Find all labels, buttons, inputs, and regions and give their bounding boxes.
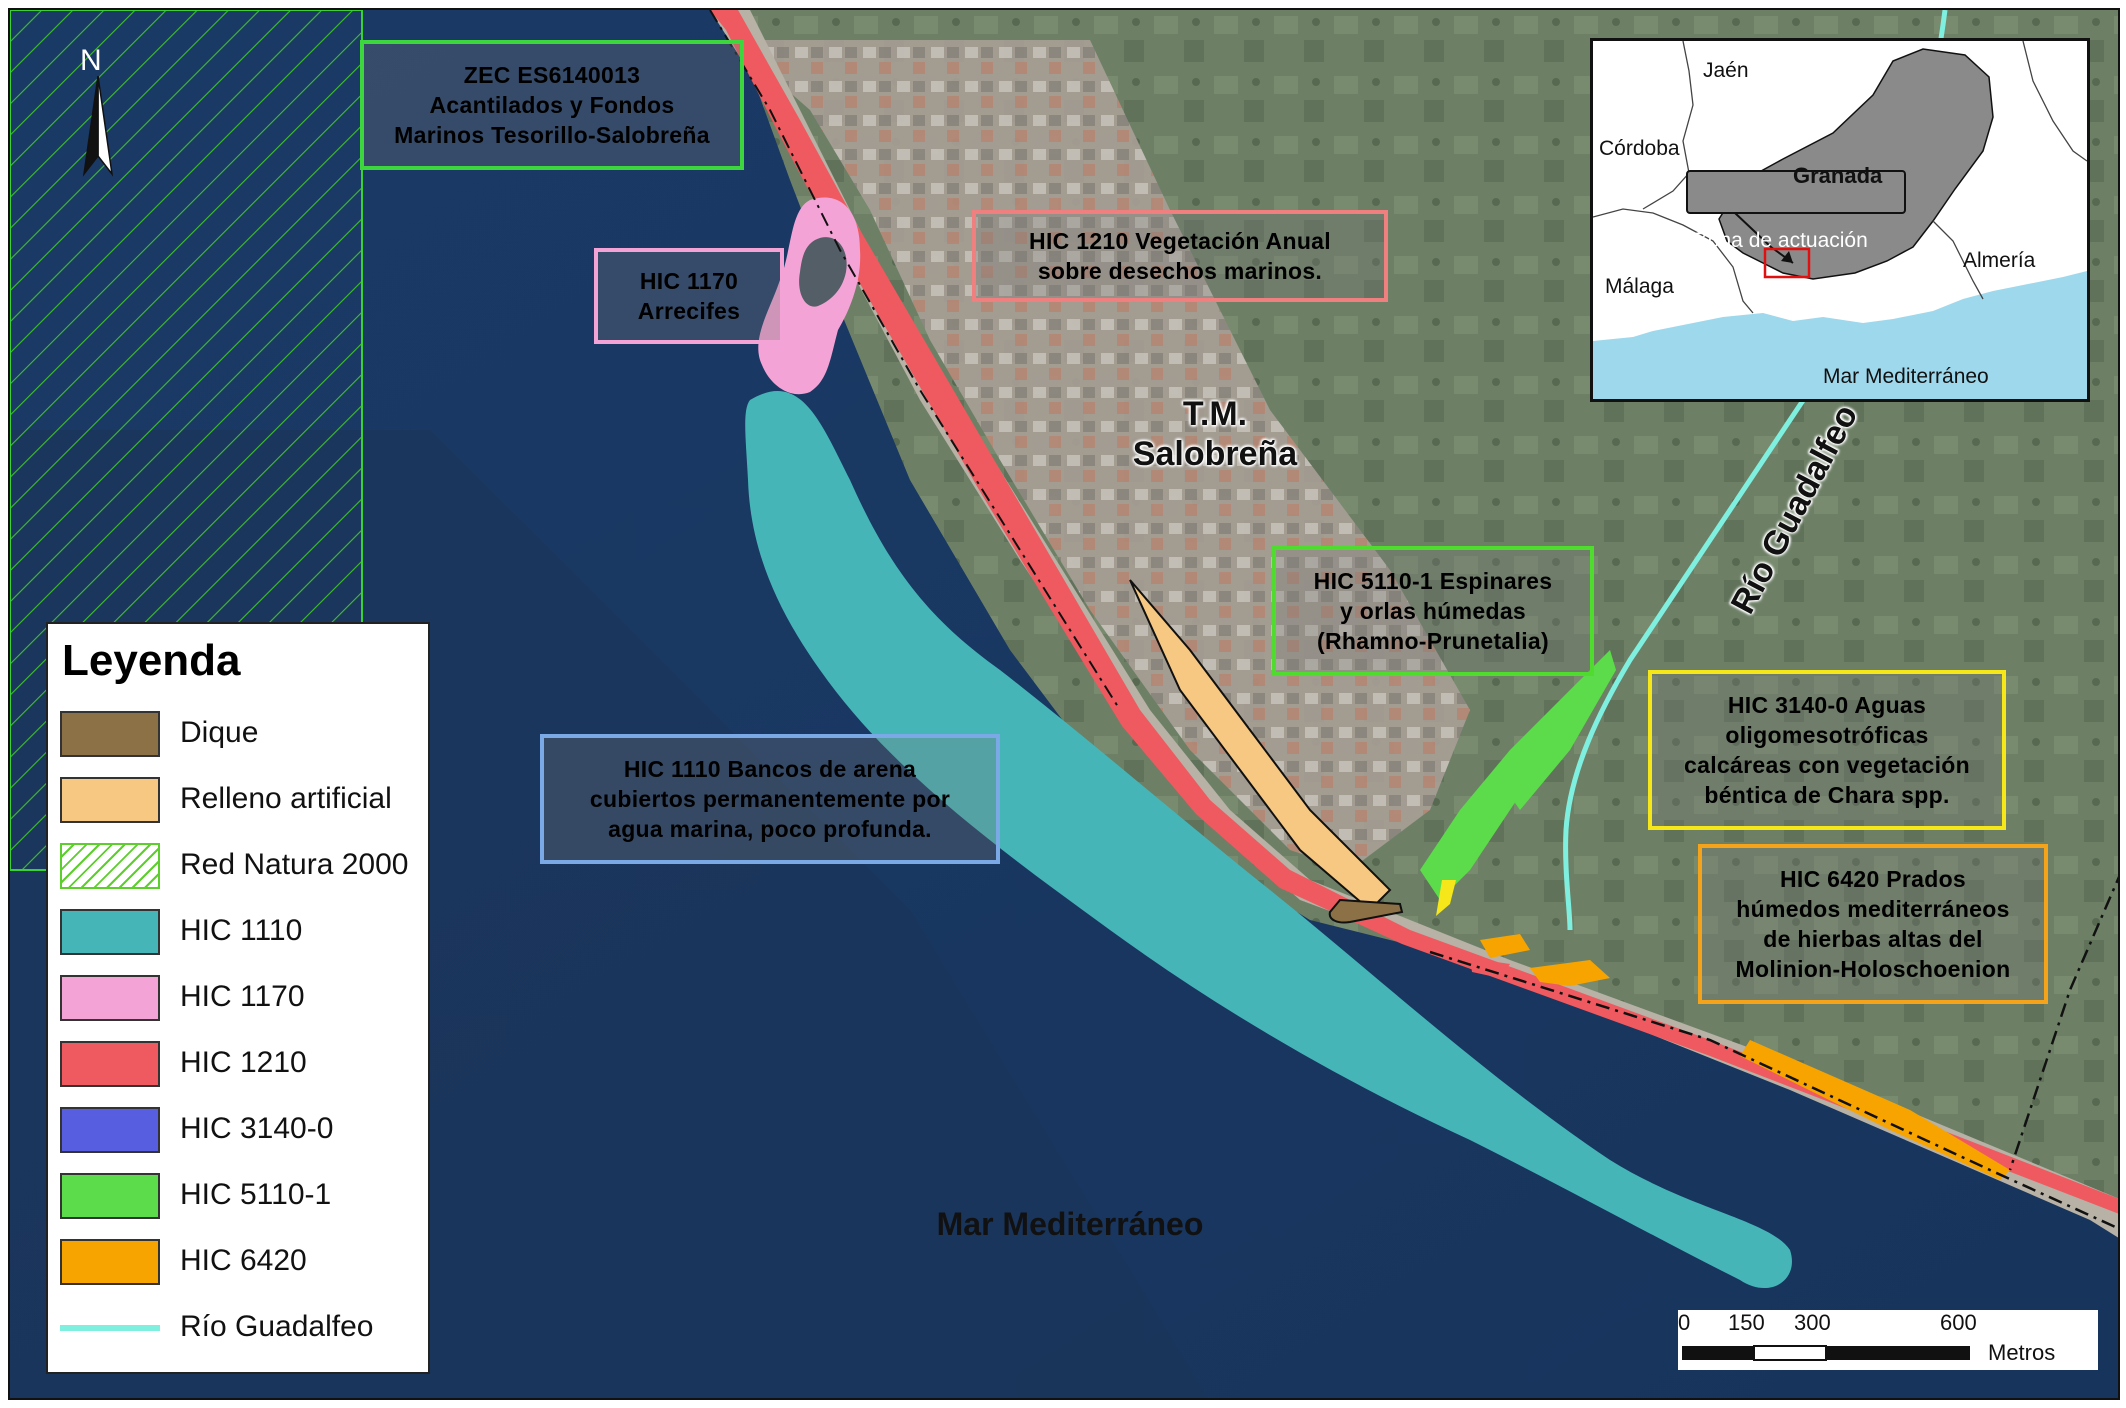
inset-map-canvas (1593, 41, 2087, 399)
hic5110-area (1420, 650, 1610, 900)
scale-tick-150: 150 (1728, 1310, 1765, 1335)
inset-label-sea: Mar Mediterráneo (1823, 365, 1989, 388)
legend-title: Leyenda (62, 636, 241, 685)
inset-zona-box (1686, 170, 1906, 214)
north-arrow: N (68, 44, 128, 184)
coastline-line (709, 10, 1121, 711)
scale-tick-0: 0 (1678, 1310, 1691, 1335)
legend-item: Dique (60, 708, 420, 760)
sea-label: Mar Mediterráneo (936, 1206, 1204, 1242)
legend-item: HIC 3140-0 (60, 1104, 420, 1156)
inset-label-malaga: Málaga (1605, 275, 1674, 298)
inset-boundary (1932, 220, 1984, 300)
hic6420-area-1 (1480, 934, 1530, 958)
legend-item: HIC 1110 (60, 906, 420, 958)
legend-swatch (60, 1107, 160, 1153)
legend-swatch (60, 909, 160, 955)
inset-sea (1593, 271, 2087, 399)
legend-item-label: HIC 1170 (180, 980, 305, 1013)
inset-granada-province (1718, 48, 1994, 280)
inset-label-cordoba: Córdoba (1599, 137, 1680, 160)
callout-hic1110: HIC 1110 Bancos de arena cubiertos perma… (540, 734, 1000, 864)
inset-boundary (2022, 41, 2087, 162)
relleno-area (1129, 579, 1392, 912)
scale-bar-graphic (1682, 1345, 1970, 1361)
urban-area (730, 40, 1470, 870)
legend-item-label: Red Natura 2000 (180, 848, 409, 881)
hic1210-area-2 (1470, 958, 1510, 978)
hic1110-area (745, 391, 1792, 1289)
hic6420-area-2 (1530, 960, 1610, 986)
dique-area (1328, 898, 1404, 924)
legend-item: Relleno artificial (60, 774, 420, 826)
callout-hic6420: HIC 6420 Prados húmedos mediterráneos de… (1698, 844, 2048, 1004)
callout-hic5110: HIC 5110-1 Espinares y orlas húmedas (Rh… (1272, 546, 1594, 676)
inset-label-zona: Zona de actuación (1695, 229, 1868, 252)
legend-item-label: HIC 1110 (180, 914, 303, 947)
legend-item-label: Dique (180, 716, 259, 749)
scale-bar: 0 150 300 600 Metros (1678, 1310, 2098, 1370)
scale-tick-300: 300 (1794, 1310, 1831, 1335)
rock-outcrop (799, 237, 847, 307)
hic3140-area (1436, 880, 1456, 916)
inset-label-almeria: Almería (1963, 249, 2036, 272)
map-frame: ZEC ES6140013 Acantilados y Fondos Marin… (8, 8, 2120, 1400)
legend-swatch (60, 777, 160, 823)
callout-hic3140-text: HIC 3140-0 Aguas oligomesotróficas calcá… (1684, 692, 1970, 808)
legend-swatch (60, 1239, 160, 1285)
legend-swatch (60, 1173, 160, 1219)
hic6420-area-3 (1740, 1040, 2010, 1180)
hic5110-area-2 (1506, 650, 1616, 810)
legend-item-label: HIC 6420 (180, 1244, 307, 1277)
legend-item-label: HIC 5110-1 (180, 1178, 332, 1211)
legend-item: Río Guadalfeo (60, 1302, 420, 1354)
inset-highlight (1763, 247, 1811, 279)
inset-map: Jaén Córdoba Granada Zona de actuación M… (1590, 38, 2090, 402)
callout-hic3140: HIC 3140-0 Aguas oligomesotróficas calcá… (1648, 670, 2006, 830)
callout-hic1210: HIC 1210 Vegetación Anual sobre desechos… (972, 210, 1388, 302)
inset-label-granada: Granada (1793, 163, 1883, 188)
legend-item-label: HIC 1210 (180, 1046, 307, 1079)
inset-label-jaen: Jaén (1703, 59, 1749, 82)
legend-item-label: HIC 3140-0 (180, 1112, 334, 1145)
legend-item: HIC 1210 (60, 1038, 420, 1090)
inset-boundary (1642, 41, 1694, 210)
legend-swatch (60, 1041, 160, 1087)
legend-item: HIC 6420 (60, 1236, 420, 1288)
legend-swatch (60, 711, 160, 757)
scale-tick-600: 600 (1940, 1310, 1977, 1335)
legend-item: HIC 5110-1 (60, 1170, 420, 1222)
legend-hatched-swatch (60, 843, 160, 889)
municipality-label: T.M. Salobreña (1132, 395, 1298, 473)
north-label: N (80, 44, 102, 77)
legend-swatch (60, 975, 160, 1021)
legend-item: Red Natura 2000 (60, 840, 420, 892)
inset-boundary (1593, 208, 1754, 314)
legend-item: HIC 1170 (60, 972, 420, 1024)
callout-hic5110-text: HIC 5110-1 Espinares y orlas húmedas (Rh… (1313, 568, 1553, 654)
north-arrow-icon (82, 76, 114, 177)
legend-line-icon (60, 1305, 160, 1351)
callout-hic1110-text: HIC 1110 Bancos de arena cubiertos perma… (589, 756, 951, 842)
legend-item-label: Río Guadalfeo (180, 1310, 374, 1343)
callout-hic1170: HIC 1170 Arrecifes (594, 248, 784, 344)
callout-zec: ZEC ES6140013 Acantilados y Fondos Marin… (360, 40, 744, 170)
boundary-line (1429, 950, 2118, 1230)
callout-zec-text: ZEC ES6140013 Acantilados y Fondos Marin… (394, 62, 710, 148)
callout-hic1170-text: HIC 1170 Arrecifes (637, 268, 741, 324)
callout-hic1210-text: HIC 1210 Vegetación Anual sobre desechos… (1029, 228, 1331, 284)
callout-hic6420-text: HIC 6420 Prados húmedos mediterráneos de… (1735, 866, 2011, 982)
legend-item-label: Relleno artificial (180, 782, 392, 815)
scale-unit: Metros (1988, 1340, 2056, 1365)
